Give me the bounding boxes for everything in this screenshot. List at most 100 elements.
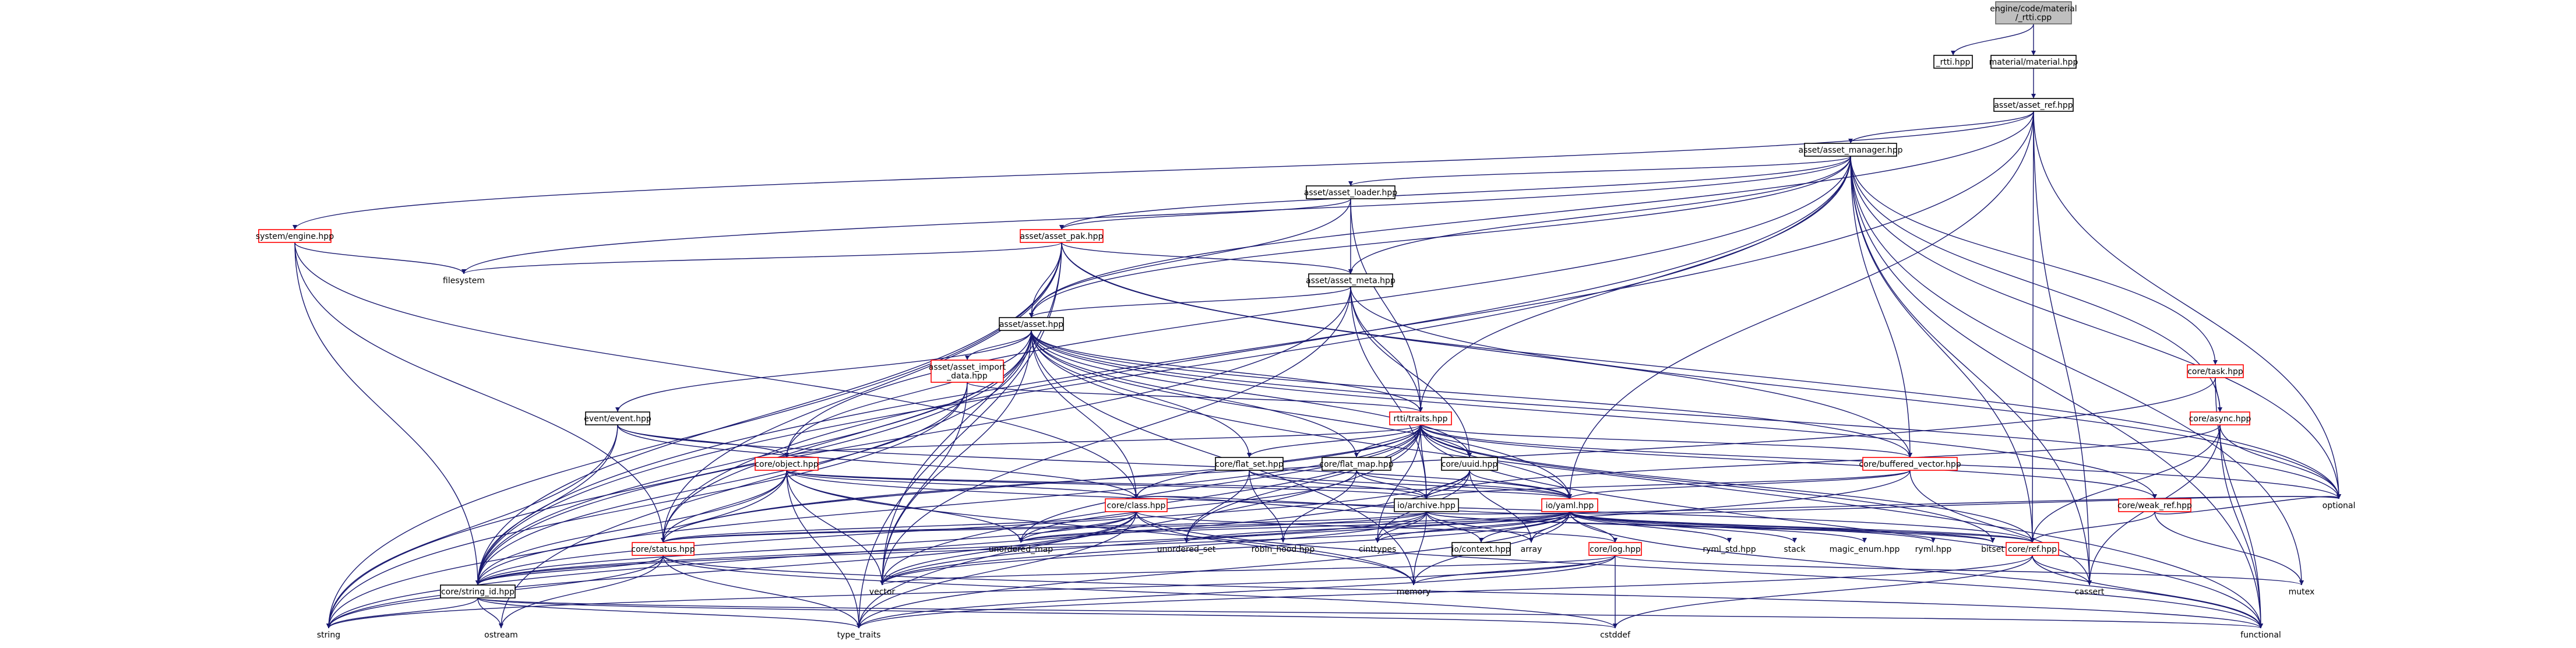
edge-asset_meta-to-core_uuid bbox=[1350, 286, 1470, 458]
edge-arrowhead-core_status-to-core_string_id bbox=[475, 580, 480, 585]
edge-asset_meta-to-io_archive bbox=[1350, 286, 1427, 499]
edge-asset_manager-to-filesystem bbox=[463, 156, 1851, 274]
edge-event_event-to-io_yaml bbox=[617, 424, 1570, 499]
node-core_weak_ref[interactable]: core/weak_ref.hpp bbox=[2117, 498, 2192, 512]
node-box-io_yaml bbox=[1541, 498, 1598, 512]
node-core_async[interactable]: core/async.hpp bbox=[2189, 411, 2251, 425]
edge-arrowhead-core_class-to-unordered_map bbox=[1019, 538, 1023, 543]
edge-core_async-to-optional bbox=[2219, 424, 2339, 499]
edge-io_archive-to-vector bbox=[882, 511, 1427, 586]
node-core_buffered_vector[interactable]: core/buffered_vector.hpp bbox=[1859, 457, 1961, 471]
edge-rtti_traits-to-unordered_map bbox=[1020, 424, 1421, 543]
node-asset_manager[interactable]: asset/asset_manager.hpp bbox=[1799, 143, 1903, 157]
node-system_engine[interactable]: system/engine.hpp bbox=[256, 229, 334, 243]
edge-event_event-to-core_string_id bbox=[477, 424, 618, 586]
edge-core_object-to-io_archive bbox=[786, 470, 1427, 499]
node-asset_loader[interactable]: asset/asset_loader.hpp bbox=[1304, 185, 1397, 199]
node-label-vector-0: vector bbox=[869, 587, 896, 597]
edge-asset-to-core_flat_set bbox=[1031, 330, 1250, 458]
edge-arrowhead-io_yaml-to-array bbox=[1529, 538, 1534, 543]
node-magic_enum: magic_enum.hpp bbox=[1830, 545, 1900, 554]
node-label-cstddef-0: cstddef bbox=[1600, 631, 1631, 640]
node-string: string bbox=[317, 631, 340, 640]
edge-io_yaml-to-optional bbox=[1569, 496, 2339, 515]
edge-arrowhead-asset_pak-to-asset_meta bbox=[1348, 269, 1353, 274]
node-label-asset_loader-0: asset/asset_loader.hpp bbox=[1304, 188, 1397, 198]
edge-asset_ref-to-io_yaml bbox=[1569, 111, 2034, 499]
node-label-rtti_hpp-0: _rtti.hpp bbox=[1936, 58, 1971, 67]
edge-core_class-to-unordered_map bbox=[1020, 511, 1137, 543]
node-event_event[interactable]: event/event.hpp bbox=[584, 411, 651, 425]
node-core_class[interactable]: core/class.hpp bbox=[1105, 498, 1168, 512]
node-io_archive[interactable]: io/archive.hpp bbox=[1394, 498, 1459, 512]
node-box-event_event bbox=[585, 411, 650, 425]
edge-asset_pak-to-filesystem bbox=[463, 242, 1062, 274]
edge-asset_pak-to-vector bbox=[882, 242, 1062, 586]
edge-arrowhead-core_buffered_vector-to-io_yaml bbox=[1567, 494, 1572, 499]
node-asset_import_data[interactable]: asset/asset_import_data.hpp bbox=[929, 360, 1006, 383]
node-core_flat_set[interactable]: core/flat_set.hpp bbox=[1215, 457, 1284, 471]
node-asset_pak[interactable]: asset/asset_pak.hpp bbox=[1020, 229, 1104, 243]
edge-asset_pak-to-asset_meta bbox=[1061, 242, 1351, 274]
node-box-asset_manager bbox=[1804, 143, 1897, 157]
node-label-type_traits-0: type_traits bbox=[837, 631, 881, 640]
edge-core_log-to-mutex bbox=[1615, 555, 2302, 586]
node-label-magic_enum-0: magic_enum.hpp bbox=[1830, 545, 1900, 554]
node-label-io_context-0: io/context.hpp bbox=[1451, 545, 1510, 554]
node-box-core_status bbox=[632, 542, 695, 556]
edge-arrowhead-asset-to-asset_import_data bbox=[965, 355, 970, 360]
node-label-unordered_map-0: unordered_map bbox=[989, 545, 1053, 554]
node-box-rtti_hpp bbox=[1933, 55, 1973, 69]
edge-asset_pak-to-core_status bbox=[662, 242, 1062, 543]
edge-system_engine-to-filesystem bbox=[294, 242, 464, 274]
edge-core_buffered_vector-to-io_yaml bbox=[1569, 470, 1911, 499]
node-label-core_buffered_vector-0: core/buffered_vector.hpp bbox=[1859, 460, 1961, 469]
edge-core_weak_ref-to-optional bbox=[2154, 496, 2339, 515]
node-core_flat_map[interactable]: core/flat_map.hpp bbox=[1319, 457, 1394, 471]
node-core_status[interactable]: core/status.hpp bbox=[631, 542, 695, 556]
edge-io_yaml-to-core_class bbox=[1136, 496, 1570, 515]
node-label-core_task-0: core/task.hpp bbox=[2187, 367, 2243, 376]
edge-core_object-to-vector bbox=[786, 470, 883, 586]
edge-core_weak_ref-to-mutex bbox=[2154, 511, 2302, 586]
node-io_yaml[interactable]: io/yaml.hpp bbox=[1541, 498, 1598, 512]
edge-arrowhead-core_buffered_vector-to-io_archive bbox=[1424, 494, 1429, 499]
node-label-core_status-0: core/status.hpp bbox=[631, 545, 695, 554]
edge-asset_manager-to-asset bbox=[1031, 156, 1851, 318]
edge-system_engine-to-core_class bbox=[294, 242, 1137, 499]
edge-asset_import_data-to-core_string_id bbox=[477, 382, 968, 586]
edge-core_string_id-to-string bbox=[328, 597, 478, 629]
edge-asset_import_data-to-vector bbox=[882, 382, 968, 586]
node-core_log[interactable]: core/log.hpp bbox=[1588, 542, 1642, 556]
node-rtti_traits[interactable]: rtti/traits.hpp bbox=[1389, 411, 1452, 425]
node-core_uuid[interactable]: core/uuid.hpp bbox=[1441, 457, 1498, 471]
node-label-asset_ref-0: asset/asset_ref.hpp bbox=[1994, 101, 2073, 110]
node-core_string_id[interactable]: core/string_id.hpp bbox=[440, 584, 516, 598]
edge-arrowhead-material_hpp-to-asset_ref bbox=[2031, 94, 2036, 98]
node-box-core_flat_set bbox=[1215, 457, 1284, 471]
edge-arrowhead-root-to-rtti_hpp bbox=[1951, 51, 1955, 55]
node-asset_meta[interactable]: asset/asset_meta.hpp bbox=[1306, 273, 1396, 287]
node-box-asset_ref bbox=[1993, 98, 2074, 112]
node-asset[interactable]: asset/asset.hpp bbox=[999, 317, 1064, 331]
node-label-core_flat_map-0: core/flat_map.hpp bbox=[1319, 460, 1393, 469]
node-core_ref[interactable]: core/ref.hpp bbox=[2006, 542, 2059, 556]
node-core_task[interactable]: core/task.hpp bbox=[2187, 364, 2244, 378]
node-core_object[interactable]: core/object.hpp bbox=[755, 457, 819, 471]
edge-asset_ref-to-asset_manager bbox=[1850, 111, 2034, 144]
node-io_context[interactable]: io/context.hpp bbox=[1451, 542, 1511, 556]
node-root[interactable]: engine/code/material/_rtti.cpp bbox=[1990, 1, 2077, 24]
node-label-robin_hood-0: robin_hood.hpp bbox=[1252, 545, 1315, 554]
edge-asset_manager-to-asset_loader bbox=[1350, 156, 1851, 186]
node-label-asset_meta-0: asset/asset_meta.hpp bbox=[1306, 276, 1396, 286]
node-rtti_hpp[interactable]: _rtti.hpp bbox=[1933, 55, 1973, 69]
node-cinttypes: cinttypes bbox=[1359, 545, 1397, 554]
node-material_hpp[interactable]: material/material.hpp bbox=[1989, 55, 2078, 69]
node-cassert: cassert bbox=[2075, 587, 2105, 597]
node-box-root bbox=[1995, 1, 2072, 24]
edge-asset_loader-to-asset bbox=[1031, 198, 1351, 318]
edge-arrowhead-io_yaml-to-ryml_std bbox=[1727, 538, 1732, 543]
node-asset_ref[interactable]: asset/asset_ref.hpp bbox=[1993, 98, 2074, 112]
edge-core_object-to-core_class bbox=[786, 470, 1137, 499]
